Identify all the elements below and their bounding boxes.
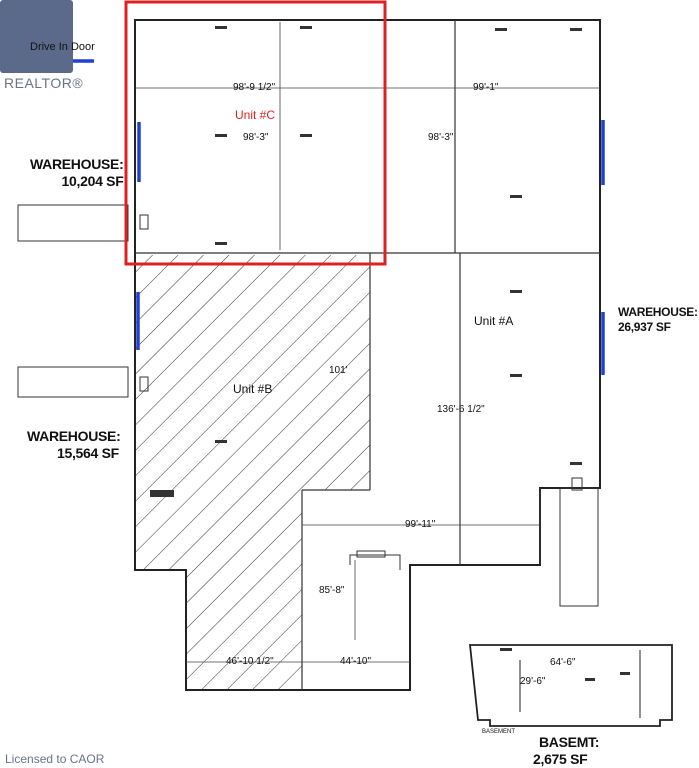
realtor-logo-mark bbox=[0, 0, 73, 73]
dim-mid-width: 99'-11" bbox=[405, 519, 436, 530]
dim-office-depth: 85'-8" bbox=[319, 585, 345, 596]
office-area bbox=[349, 550, 401, 570]
realtor-logo-text: REALTOR® bbox=[4, 75, 84, 91]
fixtures bbox=[150, 26, 630, 681]
warehouse-c-title: WAREHOUSE: bbox=[30, 156, 124, 172]
basement-label: BASEMT: 2,675 SF bbox=[533, 734, 599, 768]
loading-dock-2 bbox=[17, 366, 149, 398]
dim-basement-width: 64'-6" bbox=[550, 657, 576, 668]
license-text: Licensed to CAOR bbox=[5, 752, 105, 766]
unit-b-label: Unit #B bbox=[233, 382, 273, 396]
dim-unit-c-width: 98'-9 1/2" bbox=[233, 82, 276, 93]
dim-unit-c-depth: 98'-3" bbox=[243, 132, 269, 143]
warehouse-b-title: WAREHOUSE: bbox=[27, 428, 121, 444]
unit-c-highlight bbox=[124, 0, 387, 266]
warehouse-a-area: 26,937 SF bbox=[618, 320, 671, 334]
interior-walls bbox=[135, 20, 600, 690]
column-grid bbox=[135, 22, 600, 663]
warehouse-c-area: 10,204 SF bbox=[61, 173, 124, 189]
outer-walls bbox=[134, 19, 601, 691]
realtor-logo: REALTOR® bbox=[0, 0, 104, 98]
dim-unit-b-depth: 101' bbox=[329, 365, 348, 376]
unit-a-label: Unit #A bbox=[474, 314, 514, 328]
unit-b-hatched-area bbox=[135, 255, 370, 690]
unit-c-label: Unit #C bbox=[235, 108, 276, 122]
dim-unit-a-depth: 136'-6 1/2" bbox=[437, 404, 485, 415]
warehouse-b-label: WAREHOUSE: 15,564 SF bbox=[27, 428, 121, 462]
basement-area: 2,675 SF bbox=[533, 751, 588, 767]
dim-bottom-left-width: 46'-10 1/2" bbox=[226, 656, 274, 667]
dim-right-width: 99'-1" bbox=[473, 82, 499, 93]
warehouse-c-label: WAREHOUSE: 10,204 SF bbox=[30, 156, 124, 190]
loading-dock-3 bbox=[559, 477, 599, 607]
dim-right-depth: 98'-3" bbox=[428, 132, 454, 143]
basement-outline bbox=[468, 644, 673, 727]
dim-basement-inner: 29'-6" bbox=[520, 676, 546, 687]
loading-dock-1 bbox=[17, 204, 149, 242]
warehouse-b-area: 15,564 SF bbox=[57, 445, 119, 461]
drive-in-door-legend-label: Drive In Door bbox=[30, 41, 95, 53]
warehouse-a-title: WAREHOUSE: bbox=[618, 305, 698, 319]
basement-tag: BASEMENT bbox=[482, 729, 516, 735]
dim-bottom-right-width: 44'-10" bbox=[340, 656, 372, 667]
drive-in-doors bbox=[136, 120, 605, 375]
basement-title: BASEMT: bbox=[539, 734, 600, 750]
warehouse-a-label: WAREHOUSE: 26,937 SF bbox=[618, 305, 698, 335]
